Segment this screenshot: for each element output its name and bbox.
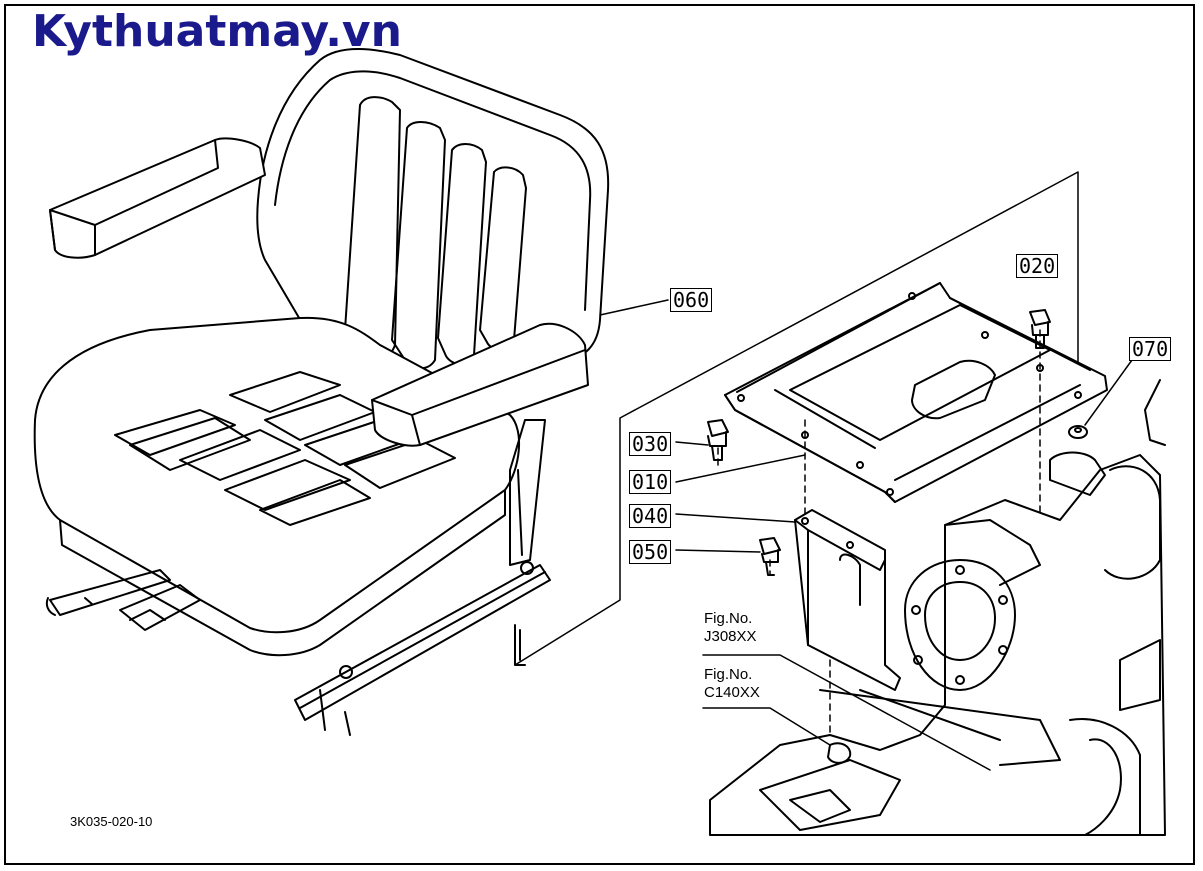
cushion-pad [224,459,351,511]
bolt-030 [707,419,729,461]
cushion-pad [129,417,251,471]
cushion-pad [229,371,341,413]
cushion-pad [179,429,301,481]
plate-opening [911,359,996,420]
callout-010: 010 [629,470,672,494]
bracket-040 [794,509,901,691]
armrest-left [49,137,266,259]
leader-c140 [702,707,831,746]
leader-050 [675,549,761,553]
leader-j308 [702,654,991,771]
figure-code: 3K035-020-10 [70,814,153,829]
cushion-pad [344,439,456,489]
bolt-020 [1029,309,1051,349]
armrest-right [371,322,589,447]
adjuster-lever [45,569,171,616]
figref-code: C140XX [704,684,760,701]
callout-030: 030 [629,432,672,456]
drawing-frame [4,4,1195,865]
leader-070 [1084,359,1133,426]
leader-030 [675,441,709,446]
brand-logo: Kythuatmay.vn [32,6,402,57]
leader-040 [675,513,796,523]
seat-bracket [119,584,201,631]
callout-070: 070 [1129,337,1172,361]
cushion-pad [259,479,371,526]
bolt-050 [759,537,781,576]
figref-c140: Fig.No. C140XX [704,666,760,702]
callout-050: 050 [629,540,672,564]
cushion-pad [114,409,236,456]
transmission-housing [709,379,1166,836]
figref-label: Fig.No. [704,666,753,683]
mounting-plate [724,282,1108,503]
callout-020: 020 [1016,254,1059,278]
figref-j308: Fig.No. J308XX [704,610,757,646]
figref-code: J308XX [704,628,757,645]
backrest-inner [274,70,592,311]
leader-060 [599,299,669,316]
height-adjuster [509,419,546,566]
housing-flange [904,559,1016,691]
seat-assembly [33,47,610,736]
washer-070 [1068,425,1088,439]
leader-010 [675,454,806,483]
callout-060: 060 [670,288,713,312]
assembly-leader [514,171,1079,666]
callout-040: 040 [629,504,672,528]
figref-label: Fig.No. [704,610,753,627]
